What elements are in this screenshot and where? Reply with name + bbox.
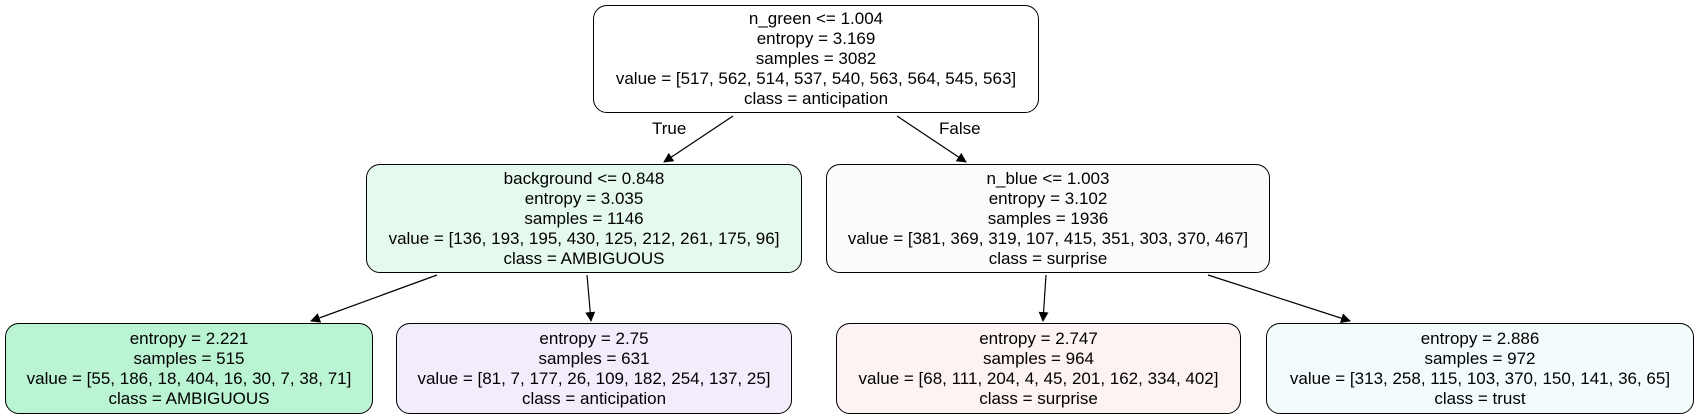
node-samples: samples = 1146: [524, 208, 644, 228]
node-background: background <= 0.848 entropy = 3.035 samp…: [366, 164, 802, 273]
node-entropy: entropy = 2.886: [1420, 328, 1540, 348]
node-class: class = surprise: [988, 248, 1108, 268]
edge-label-true: True: [652, 119, 687, 138]
node-split: n_blue <= 1.003: [986, 168, 1110, 188]
node-samples: samples = 3082: [755, 49, 877, 68]
node-class: class = AMBIGUOUS: [108, 388, 270, 408]
edge-n-blue-to-leaf-trust: [1207, 274, 1351, 323]
edge-root-to-n-blue: [896, 115, 967, 163]
node-split: n_green <= 1.004: [748, 9, 884, 28]
node-samples: samples = 515: [133, 348, 245, 368]
node-value: value = [517, 562, 514, 537, 540, 563, 5…: [615, 69, 1017, 88]
node-samples: samples = 972: [1424, 348, 1536, 368]
node-samples: samples = 631: [538, 348, 650, 368]
node-value: value = [313, 258, 115, 103, 370, 150, 1…: [1289, 368, 1671, 388]
edge-root-to-background: [663, 115, 734, 163]
node-entropy: entropy = 2.747: [979, 328, 1098, 348]
node-root-n-green: n_green <= 1.004 entropy = 3.169 samples…: [593, 5, 1039, 113]
leaf-node-ambiguous: entropy = 2.221 samples = 515 value = [5…: [5, 323, 373, 414]
node-class: class = anticipation: [743, 89, 889, 108]
leaf-node-trust: entropy = 2.886 samples = 972 value = [3…: [1266, 323, 1694, 414]
node-entropy: entropy = 3.102: [988, 188, 1108, 208]
node-class: class = trust: [1434, 388, 1526, 408]
node-entropy: entropy = 2.75: [539, 328, 649, 348]
node-class: class = AMBIGUOUS: [503, 248, 665, 268]
node-value: value = [136, 193, 195, 430, 125, 212, 2…: [388, 228, 780, 248]
edge-label-false: False: [939, 119, 981, 138]
node-entropy: entropy = 2.221: [129, 328, 249, 348]
node-value: value = [55, 186, 18, 404, 16, 30, 7, 38…: [26, 368, 352, 388]
leaf-node-surprise: entropy = 2.747 samples = 964 value = [6…: [836, 323, 1241, 414]
node-split: background <= 0.848: [503, 168, 665, 188]
node-class: class = surprise: [979, 388, 1098, 408]
node-samples: samples = 964: [982, 348, 1095, 368]
leaf-node-anticipation: entropy = 2.75 samples = 631 value = [81…: [396, 323, 792, 414]
edge-background-to-leaf-ambiguous: [310, 274, 438, 323]
node-entropy: entropy = 3.169: [756, 29, 876, 48]
node-value: value = [68, 111, 204, 4, 45, 201, 162, …: [858, 368, 1219, 388]
node-value: value = [81, 7, 177, 26, 109, 182, 254, …: [417, 368, 771, 388]
edge-n-blue-to-leaf-surprise: [1038, 274, 1049, 322]
node-entropy: entropy = 3.035: [524, 188, 644, 208]
edge-background-to-leaf-anticipation: [585, 274, 596, 322]
node-class: class = anticipation: [521, 388, 667, 408]
node-n-blue: n_blue <= 1.003 entropy = 3.102 samples …: [826, 164, 1270, 273]
node-samples: samples = 1936: [987, 208, 1109, 228]
node-value: value = [381, 369, 319, 107, 415, 351, 3…: [847, 228, 1249, 248]
